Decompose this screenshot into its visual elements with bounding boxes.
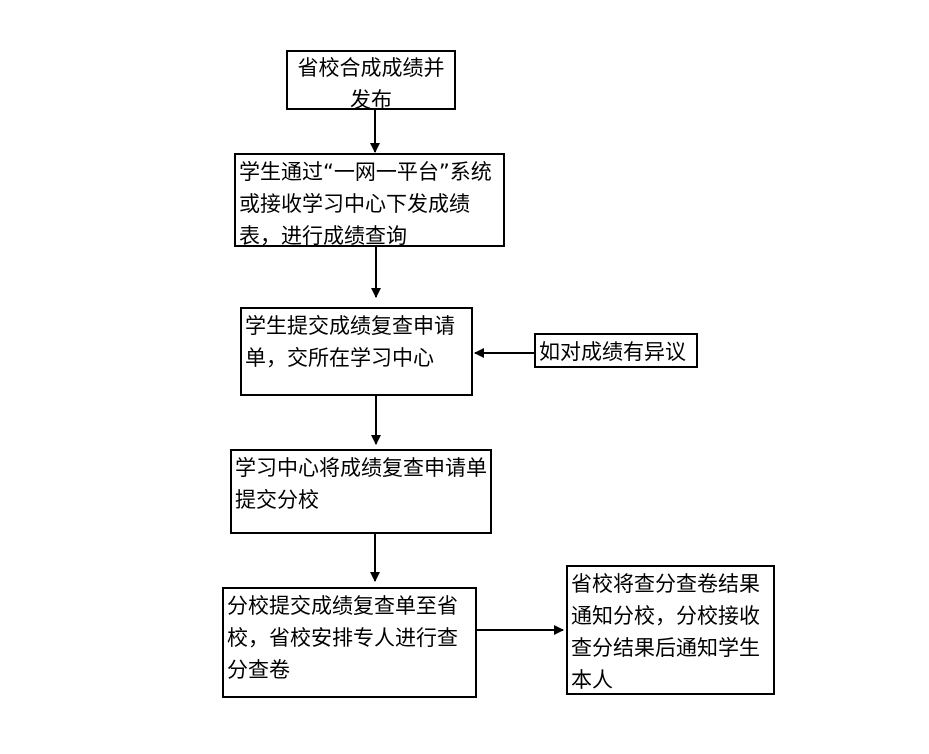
node-center-submit: 学习中心将成绩复查申请单提交分校 <box>230 449 492 534</box>
node-submit-review-request: 学生提交成绩复查申请单，交所在学习中心 <box>240 307 473 396</box>
node-submit-review-request-text: 学生提交成绩复查申请单，交所在学习中心 <box>245 314 455 370</box>
node-publish-scores: 省校合成成绩并发布 <box>286 50 456 112</box>
node-notify-result: 省校将查分查卷结果通知分校，分校接收查分结果后通知学生本人 <box>566 565 775 695</box>
node-publish-scores-text: 省校合成成绩并发布 <box>297 56 445 112</box>
node-center-submit-text: 学习中心将成绩复查申请单提交分校 <box>235 456 487 512</box>
node-objection: 如对成绩有异议 <box>534 333 698 368</box>
node-objection-text: 如对成绩有异议 <box>539 340 686 364</box>
node-notify-result-text: 省校将查分查卷结果通知分校，分校接收查分结果后通知学生本人 <box>571 572 760 692</box>
node-query-scores: 学生通过“一网一平台”系统或接收学习中心下发成绩表，进行成绩查询 <box>234 153 505 248</box>
node-branch-submit-text: 分校提交成绩复查单至省校，省校安排专人进行查分查卷 <box>227 594 458 682</box>
node-branch-submit: 分校提交成绩复查单至省校，省校安排专人进行查分查卷 <box>222 587 477 698</box>
node-query-scores-text: 学生通过“一网一平台”系统或接收学习中心下发成绩表，进行成绩查询 <box>239 160 492 248</box>
